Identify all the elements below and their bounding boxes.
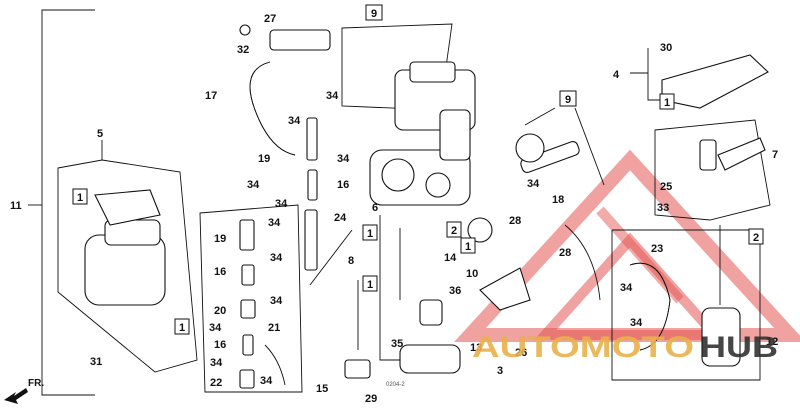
callout: 1 <box>664 97 670 109</box>
callout: 35 <box>391 338 403 350</box>
callout: 17 <box>205 90 217 102</box>
callout: 21 <box>268 322 280 334</box>
callout: 13 <box>470 342 482 354</box>
callout: 15 <box>316 383 328 395</box>
callout: 34 <box>337 153 350 165</box>
callout: 18 <box>552 194 564 206</box>
callout: 34 <box>288 115 301 127</box>
callout: 19 <box>214 233 226 245</box>
callout: 1 <box>77 192 83 204</box>
callout: 32 <box>237 44 249 56</box>
callout: 2 <box>753 232 759 244</box>
callout: 9 <box>371 8 377 20</box>
callout: 11 <box>10 200 22 212</box>
watermark-word-b: HUB <box>700 331 778 364</box>
callout: 1 <box>465 241 471 253</box>
callout-labels: 27 32 9 17 34 34 19 34 34 16 34 24 5 11 … <box>10 4 778 405</box>
callout: 3 <box>497 365 503 377</box>
callout: 27 <box>264 13 276 25</box>
callout: 10 <box>466 268 478 280</box>
callout: 30 <box>660 42 672 54</box>
watermark-text: AUTOMOTO HUB <box>472 331 778 364</box>
callout: 22 <box>210 377 222 389</box>
callout: 34 <box>630 317 643 329</box>
callout: 14 <box>444 252 457 264</box>
callout: 19 <box>258 153 270 165</box>
watermark-word-a: AUTOMOTO <box>472 331 694 364</box>
footer-code: 0204-2 <box>386 382 405 388</box>
watermark-logo <box>454 149 800 342</box>
callout: 29 <box>365 393 377 405</box>
callout: 8 <box>348 255 354 267</box>
callout: 23 <box>651 243 663 255</box>
callout: 34 <box>620 282 633 294</box>
callout: 34 <box>270 295 283 307</box>
front-direction-arrow: FR. <box>4 378 44 404</box>
callout: 12 <box>766 336 778 348</box>
callout: 33 <box>657 202 669 214</box>
callout: 34 <box>260 375 273 387</box>
callout: 20 <box>214 305 226 317</box>
callout: 36 <box>449 285 461 297</box>
callout: 34 <box>210 357 223 369</box>
callout: 31 <box>90 356 102 368</box>
callout: 9 <box>565 94 571 106</box>
callout: 16 <box>214 339 226 351</box>
callout: 4 <box>613 69 620 81</box>
direction-label: FR. <box>28 378 44 389</box>
callout: 6 <box>372 202 378 214</box>
callout: 24 <box>334 212 347 224</box>
callout: 16 <box>214 266 226 278</box>
callout: 34 <box>247 179 260 191</box>
callout: 26 <box>515 347 527 359</box>
callout: 1 <box>367 279 373 291</box>
callout: 34 <box>275 198 288 210</box>
callout: 1 <box>367 228 373 240</box>
callout: 34 <box>527 178 540 190</box>
callout: 5 <box>97 128 103 140</box>
callout: 34 <box>268 217 281 229</box>
parts <box>84 24 769 389</box>
callout: 7 <box>772 149 778 161</box>
callout: 34 <box>209 322 222 334</box>
callout: 34 <box>326 90 339 102</box>
callout: 28 <box>559 247 571 259</box>
callout: 25 <box>660 181 672 193</box>
callout: 1 <box>179 322 185 334</box>
callout: 16 <box>337 179 349 191</box>
callout: 2 <box>451 225 457 237</box>
callout: 28 <box>509 215 521 227</box>
callout: 34 <box>270 252 283 264</box>
